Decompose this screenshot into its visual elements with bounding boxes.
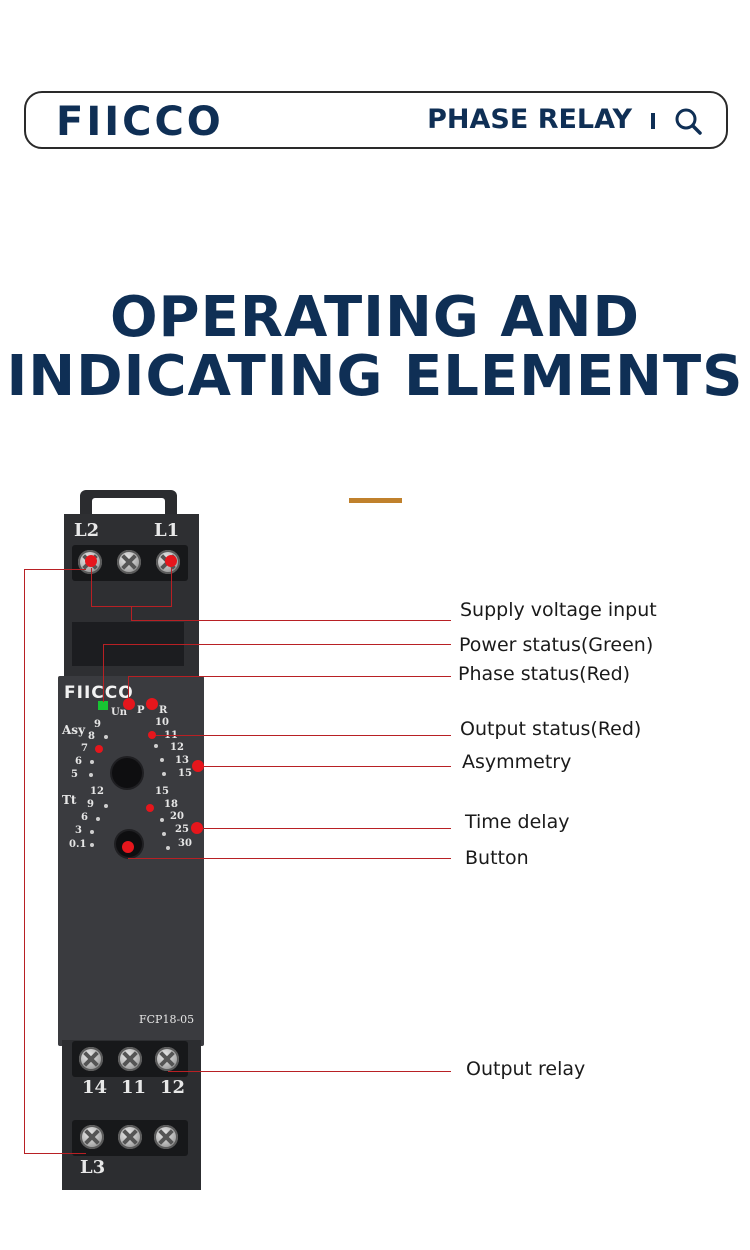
callout-line (128, 858, 451, 859)
callout-output-status: Output status(Red) (460, 718, 642, 740)
callout-line (128, 676, 451, 677)
asy-scale-label: 9 (94, 719, 101, 730)
terminal-screw (80, 1125, 104, 1149)
callout-line (103, 644, 104, 702)
terminal-label-12: 12 (160, 1077, 186, 1098)
terminal-screw (117, 550, 141, 574)
power-led (98, 701, 108, 710)
terminal-screw (155, 1047, 179, 1071)
asy-scale-label: 13 (175, 755, 189, 766)
asy-scale-label: 7 (81, 743, 88, 754)
device-model: FCP18-05 (139, 1013, 195, 1026)
marker-dot (146, 804, 154, 812)
marker-dot (148, 731, 156, 739)
callout-line (152, 735, 451, 736)
device-front-panel (58, 676, 204, 1046)
header-title: PHASE RELAY (427, 104, 632, 135)
callout-line (24, 1153, 86, 1154)
asy-scale-label: 6 (75, 756, 82, 767)
marker-dot (165, 555, 177, 567)
terminal-label-14: 14 (82, 1077, 108, 1098)
callout-time-delay: Time delay (465, 811, 570, 833)
terminal-label-l1: L1 (154, 520, 180, 541)
header-divider (651, 113, 655, 129)
search-icon[interactable] (674, 107, 702, 135)
scale-dot (162, 832, 166, 836)
terminal-screw (118, 1047, 142, 1071)
tt-scale-label: 30 (178, 838, 192, 849)
tt-scale-label: 12 (90, 786, 104, 797)
asy-scale-label: 12 (170, 742, 184, 753)
terminal-screw (118, 1125, 142, 1149)
scale-dot (160, 758, 164, 762)
tt-scale-label: 18 (164, 799, 178, 810)
tt-scale-label: 0.1 (69, 839, 87, 850)
terminal-screw (79, 1047, 103, 1071)
tt-scale-label: 25 (175, 824, 189, 835)
scale-dot (162, 772, 166, 776)
callout-button: Button (465, 847, 529, 869)
tt-scale-label: 3 (75, 825, 82, 836)
led-label-p: P (137, 705, 145, 716)
scale-dot (104, 735, 108, 739)
terminal-label-l3: L3 (80, 1157, 106, 1178)
scale-dot (90, 843, 94, 847)
callout-supply-voltage-input: Supply voltage input (460, 599, 657, 621)
marker-dot (122, 841, 134, 853)
marker-dot (192, 760, 204, 772)
scale-dot (96, 817, 100, 821)
callout-line (171, 568, 172, 606)
callout-line (131, 620, 451, 621)
scale-dot (166, 846, 170, 850)
marker-dot (95, 745, 103, 753)
marker-dot (123, 698, 135, 710)
asymmetry-knob[interactable] (112, 758, 142, 788)
tt-scale-label: 6 (81, 812, 88, 823)
scale-dot (104, 804, 108, 808)
asymmetry-dial-label: Asy (62, 723, 86, 737)
tt-scale-label: 9 (87, 799, 94, 810)
scale-dot (160, 818, 164, 822)
callout-line (198, 766, 451, 767)
tt-scale-label: 20 (170, 811, 184, 822)
page-title-line-2: INDICATING ELEMENTS (6, 344, 744, 409)
callout-output-relay: Output relay (466, 1058, 586, 1080)
callout-line (103, 644, 451, 645)
callout-power-status: Power status(Green) (459, 634, 654, 656)
page-title-line-1: OPERATING AND (109, 285, 641, 350)
callout-phase-status: Phase status(Red) (458, 663, 631, 685)
callout-line (24, 569, 25, 1153)
callout-line (131, 606, 132, 620)
callout-line (196, 828, 451, 829)
time-delay-dial-label: Tt (62, 793, 77, 807)
scale-dot (90, 760, 94, 764)
callout-line (24, 569, 86, 570)
asy-scale-label: 5 (71, 769, 78, 780)
callout-asymmetry: Asymmetry (462, 751, 572, 773)
led-label-r: R (159, 705, 168, 716)
asy-scale-label: 8 (88, 731, 95, 742)
terminal-label-11: 11 (121, 1077, 147, 1098)
asy-scale-label: 15 (178, 768, 192, 779)
header-bar: FIICCO PHASE RELAY (24, 91, 728, 149)
marker-dot (191, 822, 203, 834)
callout-line (168, 1071, 451, 1072)
scale-dot (89, 773, 93, 777)
brand-logo[interactable]: FIICCO (56, 99, 224, 145)
scale-dot (154, 744, 158, 748)
callout-line (91, 568, 92, 606)
callout-line (128, 676, 129, 702)
terminal-screw (154, 1125, 178, 1149)
accent-divider (349, 498, 402, 503)
terminal-label-l2: L2 (74, 520, 100, 541)
marker-dot (85, 555, 97, 567)
led-label-un: Un (111, 707, 127, 718)
device-logo: FIICCO (64, 683, 134, 703)
asy-scale-label: 10 (155, 717, 169, 728)
tt-scale-label: 15 (155, 786, 169, 797)
scale-dot (90, 830, 94, 834)
marker-dot (146, 698, 158, 710)
